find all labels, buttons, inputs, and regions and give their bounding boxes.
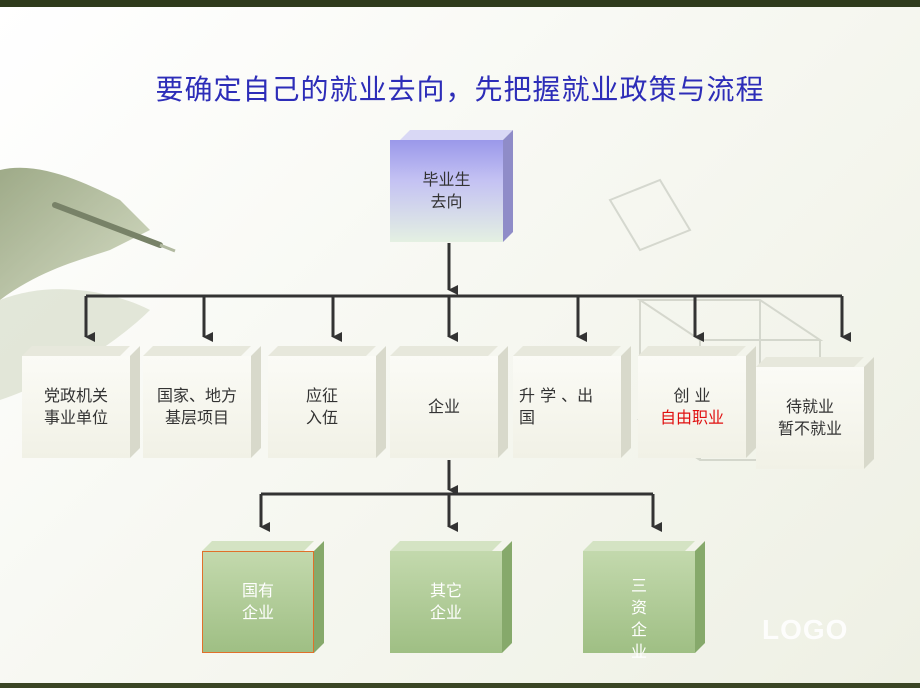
node-label-line: 党政机关: [43, 386, 108, 405]
node-label-line: 事业单位: [43, 408, 108, 427]
node-label-line: 业: [630, 642, 647, 661]
top-border-bar: [0, 0, 920, 7]
node-military-enlistment: 应征入伍: [268, 346, 386, 458]
root-node-graduate-destination: 毕业生 去向: [390, 130, 513, 242]
node-enterprise: 企业: [390, 346, 508, 458]
node-label-line: 企业: [241, 603, 274, 622]
node-label-line: 应征: [305, 386, 338, 405]
node-label-line: 暂不就业: [777, 419, 842, 438]
node-label-line: 国家、地方: [156, 386, 237, 405]
node-label-line: 企业: [429, 603, 462, 622]
node-entrepreneurship-freelance: 创 业自由职业: [638, 346, 756, 458]
node-label-line: 企: [630, 620, 647, 639]
node-other-enterprise: 其它企业: [390, 541, 512, 653]
node-awaiting-employment: 待就业暂不就业: [756, 357, 874, 469]
node-label-line: 国: [519, 408, 536, 427]
node-label-line: 毕业生: [422, 170, 471, 189]
logo-watermark: LOGO: [762, 614, 849, 645]
node-party-government-institutions: 党政机关事业单位: [22, 346, 140, 458]
node-label-line: 基层项目: [164, 408, 229, 427]
slide-title: 要确定自己的就业去向，先把握就业政策与流程: [155, 73, 765, 106]
node-state-owned-enterprise: 国有企业: [202, 541, 324, 653]
node-label-line: 待就业: [785, 397, 834, 416]
node-label-line: 去向: [430, 192, 463, 211]
node-label-line: 企业: [427, 397, 460, 416]
node-further-study-abroad: 升 学 、出国: [513, 346, 631, 458]
node-label-line: 其它: [429, 581, 462, 600]
node-foreign-funded-enterprise: 三资企业: [583, 541, 705, 661]
node-label-line: 升 学 、出: [519, 386, 594, 405]
node-label-line: 创 业: [673, 386, 711, 405]
node-label-line: 自由职业: [659, 408, 724, 427]
node-label-line: 国有: [241, 581, 274, 600]
node-label-line: 入伍: [305, 408, 338, 427]
bottom-border-bar: [0, 683, 920, 688]
node-label-line: 三: [630, 576, 647, 595]
node-national-local-grassroots-projects: 国家、地方基层项目: [143, 346, 261, 458]
node-label-line: 资: [630, 598, 647, 617]
